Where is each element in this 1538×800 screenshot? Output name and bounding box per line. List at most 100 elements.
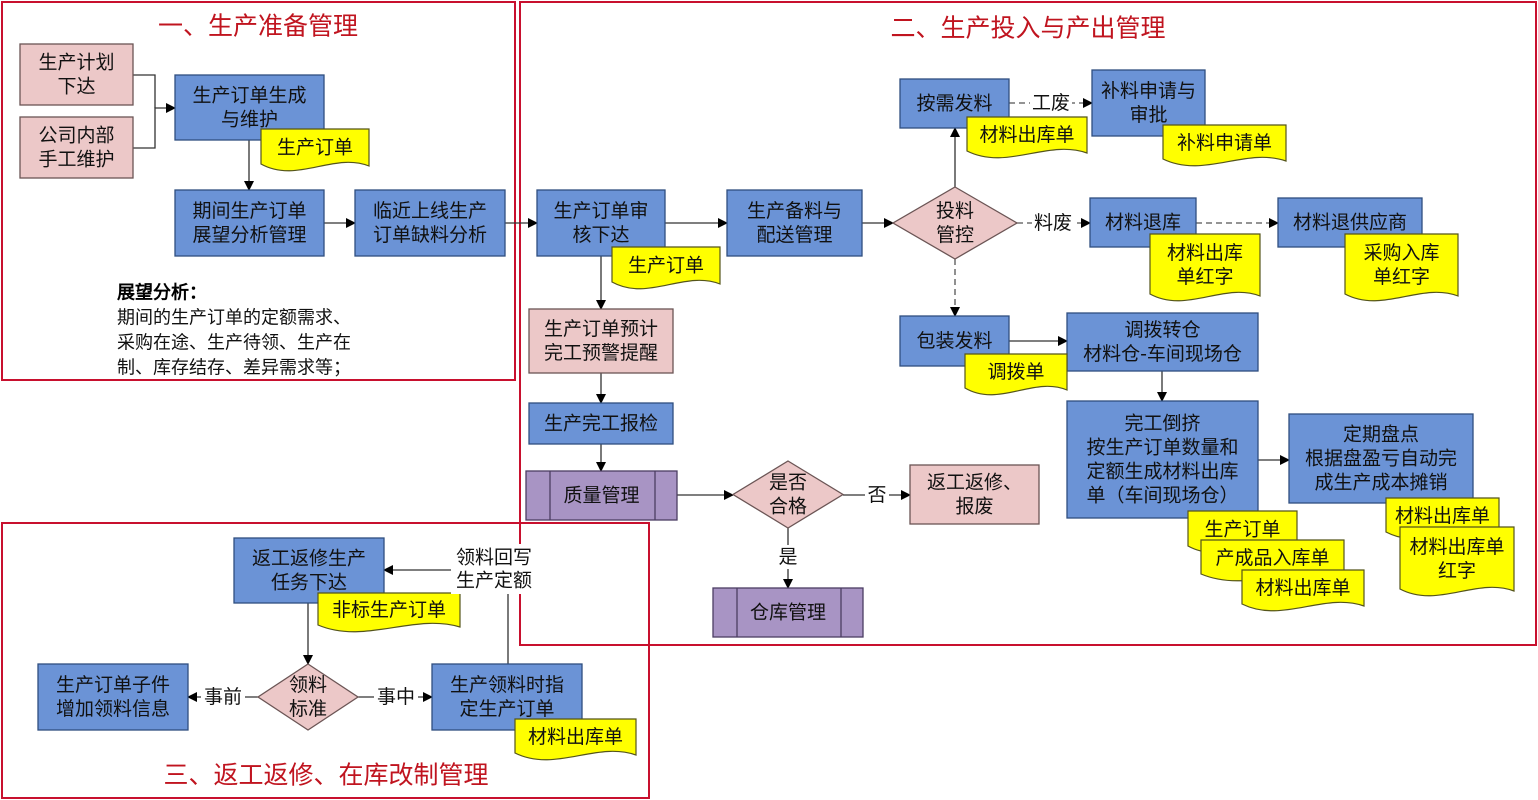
document-nonstd-order[interactable]: 非标生产订单 bbox=[317, 592, 461, 633]
document-issue-1[interactable]: 材料出库单 bbox=[966, 116, 1088, 159]
node-label: 定生产订单 bbox=[459, 698, 554, 720]
region-rework: 三、返工返修、在库改制管理 bbox=[1, 522, 650, 799]
label-during: 事中 bbox=[374, 685, 418, 709]
node-label: 期间生产订单 bbox=[192, 200, 306, 222]
node-label: 任务下达 bbox=[271, 572, 347, 594]
node-label: 完工倒挤 bbox=[1124, 413, 1200, 435]
node-label: 仓库管理 bbox=[750, 602, 826, 624]
subprocess-shape bbox=[712, 587, 864, 638]
node-quality-mgmt[interactable]: 质量管理 bbox=[525, 470, 678, 521]
document-bf-issue[interactable]: 材料出库单 bbox=[1241, 569, 1365, 612]
node-label: 单（车间现场仓） bbox=[1086, 485, 1238, 507]
edge-label-text: 事中 bbox=[377, 686, 415, 708]
label-material-scrap: 料废 bbox=[1032, 211, 1074, 235]
node-label: 订单缺料分析 bbox=[373, 224, 487, 246]
edge-label-text: 是 bbox=[778, 546, 797, 568]
document-shape bbox=[1241, 569, 1365, 612]
note-line: 采购在途、生产待领、生产在 bbox=[117, 333, 351, 354]
node-warehouse-mgmt[interactable]: 仓库管理 bbox=[712, 587, 864, 638]
document-label: 材料出库单 bbox=[1395, 505, 1490, 527]
node-label: 管控 bbox=[936, 224, 974, 246]
process-shape bbox=[174, 189, 325, 257]
document-rework-issue[interactable]: 材料出库单 bbox=[514, 718, 637, 761]
node-label: 按生产订单数量和 bbox=[1086, 437, 1238, 459]
process-shape bbox=[726, 189, 863, 257]
node-label: 领料 bbox=[289, 674, 327, 696]
document-label: 生产订单 bbox=[277, 137, 353, 159]
node-label: 与维护 bbox=[221, 109, 278, 131]
node-label: 补料申请与 bbox=[1101, 80, 1196, 102]
node-label: 生产备料与 bbox=[747, 200, 842, 222]
document-label: 材料出库单 bbox=[1255, 577, 1350, 599]
process-shape bbox=[37, 663, 189, 731]
document-order-1[interactable]: 生产订单 bbox=[260, 128, 370, 172]
edge-label-text: 料废 bbox=[1034, 212, 1072, 234]
document-supplement[interactable]: 补料申请单 bbox=[1162, 124, 1287, 167]
process-shape bbox=[1066, 312, 1259, 372]
document-label: 非标生产订单 bbox=[332, 599, 446, 621]
node-label: 调拨转仓 bbox=[1124, 319, 1200, 341]
document-label: 生产订单 bbox=[1204, 519, 1280, 541]
process-shape bbox=[909, 464, 1040, 525]
region-title: 三、返工返修、在库改制管理 bbox=[163, 761, 488, 790]
region-border bbox=[519, 1, 1537, 646]
process-shape bbox=[19, 43, 134, 106]
label-before: 事前 bbox=[201, 685, 245, 709]
node-label: 包装发料 bbox=[916, 330, 992, 352]
node-label: 临近上线生产 bbox=[373, 200, 487, 222]
document-order-2[interactable]: 生产订单 bbox=[611, 246, 721, 290]
node-label: 按需发料 bbox=[916, 93, 992, 115]
document-shape bbox=[514, 718, 637, 761]
decision-shape bbox=[891, 186, 1019, 260]
node-label: 生产完工报检 bbox=[544, 413, 658, 435]
document-label: 材料出库单 bbox=[979, 124, 1074, 146]
label-yes: 是 bbox=[776, 545, 800, 569]
document-label: 材料出库 bbox=[1167, 242, 1243, 264]
document-label: 单红字 bbox=[1373, 266, 1430, 288]
node-completion-inspect[interactable]: 生产完工报检 bbox=[528, 402, 674, 445]
document-shape bbox=[964, 353, 1068, 396]
region-title: 二、生产投入与产出管理 bbox=[890, 14, 1165, 43]
node-label: 生产计划 bbox=[38, 52, 114, 74]
node-label: 材料退库 bbox=[1105, 212, 1181, 234]
node-label: 审批 bbox=[1129, 104, 1167, 126]
process-shape bbox=[233, 537, 385, 604]
node-label: 报废 bbox=[955, 496, 993, 518]
process-shape bbox=[528, 308, 674, 374]
document-shape bbox=[260, 128, 370, 172]
document-transfer[interactable]: 调拨单 bbox=[964, 353, 1068, 396]
node-label: 质量管理 bbox=[563, 485, 639, 507]
node-rework-scrap[interactable]: 返工返修、报废 bbox=[909, 464, 1040, 525]
node-label: 根据盘盈亏自动完 bbox=[1305, 448, 1457, 470]
node-label: 完工预警提醒 bbox=[544, 342, 658, 364]
region-border bbox=[1, 522, 650, 799]
node-label: 生产订单预计 bbox=[544, 318, 658, 340]
node-label: 生产订单生成 bbox=[192, 85, 306, 107]
document-shape bbox=[966, 116, 1088, 159]
document-label: 材料出库单 bbox=[1409, 536, 1504, 558]
node-on-demand-issue[interactable]: 按需发料 bbox=[899, 78, 1010, 129]
note-line: 期间的生产订单的定额需求、 bbox=[117, 308, 351, 329]
node-label: 合格 bbox=[769, 496, 807, 518]
document-shape bbox=[611, 246, 721, 290]
document-label: 生产订单 bbox=[628, 255, 704, 277]
